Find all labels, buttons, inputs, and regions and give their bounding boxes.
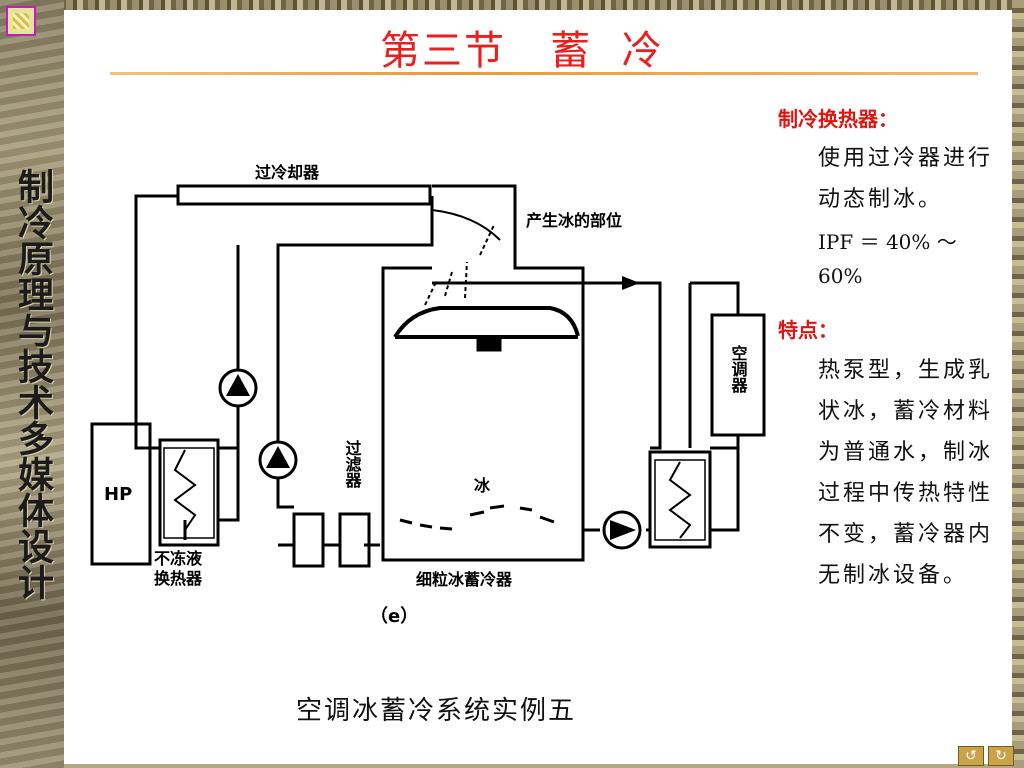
title-underline: [110, 72, 978, 75]
label-hp: HP: [104, 484, 132, 505]
label-subcooler: 过冷却器: [255, 163, 320, 182]
features-description: 热泵型，生成乳状冰，蓄冷材料为普通水，制冰过程中传热特性不变，蓄冷器内无制冰设备…: [818, 358, 994, 588]
side-course-title: 制冷原理与技术多媒体设计: [12, 168, 54, 600]
figure-caption: 空调冰蓄冷系统实例五: [296, 696, 577, 726]
label-figure-e: （e）: [370, 606, 418, 627]
label-storage-tank: 细粒冰蓄冷器: [416, 570, 513, 589]
top-decorative-border: [0, 0, 1024, 10]
label-ice: 冰: [474, 476, 491, 495]
air-conditioner-unit: [710, 313, 766, 437]
slide-title: 第三节 蓄 冷: [380, 28, 664, 74]
storage-tank: [381, 184, 585, 562]
label-air-conditioner: 空调器: [729, 344, 749, 394]
ipf-formula-line1: IPF ＝ 40% ～: [818, 230, 957, 254]
right-decorative-border: [1012, 0, 1024, 768]
heat-pump-box: [90, 422, 152, 566]
ipf-formula-line2: 60%: [818, 264, 863, 288]
label-antifreeze-2: 换热器: [154, 569, 203, 588]
subcooler-unit: [176, 184, 432, 206]
label-ice-zone: 产生冰的部位: [526, 211, 622, 230]
label-filter: 过滤器: [343, 439, 363, 489]
corner-logo-icon[interactable]: [6, 6, 36, 36]
heat-exchanger-heading: 制冷换热器：: [778, 107, 898, 131]
heat-exchanger-description: 使用过冷器进行动态制冰。: [818, 146, 994, 212]
features-heading: 特点：: [778, 318, 838, 342]
label-antifreeze-1: 不冻液: [154, 549, 203, 568]
left-decorative-border: [0, 0, 64, 768]
ice-storage-system-diagram: 过冷却器 产生冰的部位 冰 HP 不冻液 换热器 细粒冰蓄冷器 （e） 过滤器 …: [90, 163, 766, 627]
next-arrow-icon[interactable]: ↻: [988, 746, 1014, 766]
right-heat-exchanger: [648, 450, 712, 549]
filter-unit-1: [292, 512, 325, 568]
filter-unit-2: [338, 512, 371, 568]
antifreeze-hx: [158, 438, 220, 547]
return-arrow-icon[interactable]: ↺: [958, 746, 984, 766]
bottom-decorative-border: [64, 764, 1012, 768]
